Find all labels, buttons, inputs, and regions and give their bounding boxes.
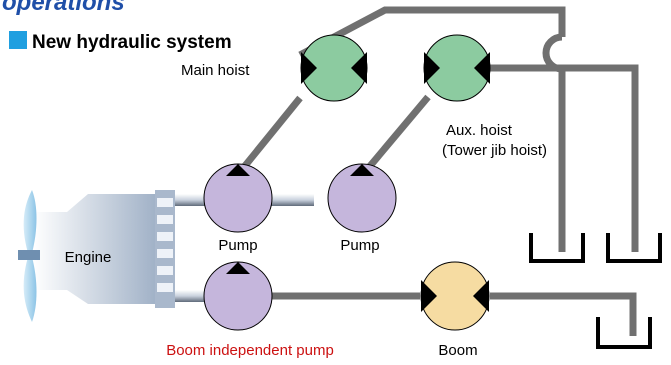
main-hoist-motor	[300, 34, 368, 102]
engine-label: Engine	[65, 249, 112, 266]
pipes	[237, 6, 639, 336]
engine-icon	[33, 190, 175, 308]
pipe-crossover-loop	[542, 33, 563, 73]
aux-hoist-motor	[423, 34, 491, 102]
pipe-aux-return	[490, 64, 639, 252]
pipe-boom-return	[490, 292, 637, 336]
heading: New hydraulic system	[32, 32, 232, 53]
drive-shafts	[172, 194, 314, 302]
boom-label: Boom	[438, 342, 477, 359]
pump-2-label: Pump	[340, 237, 379, 254]
aux-hoist-label-line1: Aux. hoist	[446, 122, 513, 139]
pipe-pump1-mainhoist	[237, 95, 303, 175]
section-title: operations	[2, 0, 125, 16]
fan-icon	[18, 190, 40, 322]
pump-1-label: Pump	[218, 237, 257, 254]
boom-independent-pump	[203, 261, 273, 331]
aux-hoist-label-line2: (Tower jib hoist)	[442, 142, 547, 159]
pump-1	[203, 163, 273, 233]
pipe-mainhoist-top	[298, 6, 566, 59]
pipe-pump2-auxhoist	[362, 94, 431, 175]
boom-motor	[420, 261, 490, 331]
pump-2	[327, 163, 397, 233]
square-bullet-icon	[9, 31, 27, 49]
boom-pump-label: Boom independent pump	[166, 342, 334, 359]
tank-icon	[529, 233, 662, 349]
main-hoist-label: Main hoist	[181, 62, 250, 79]
